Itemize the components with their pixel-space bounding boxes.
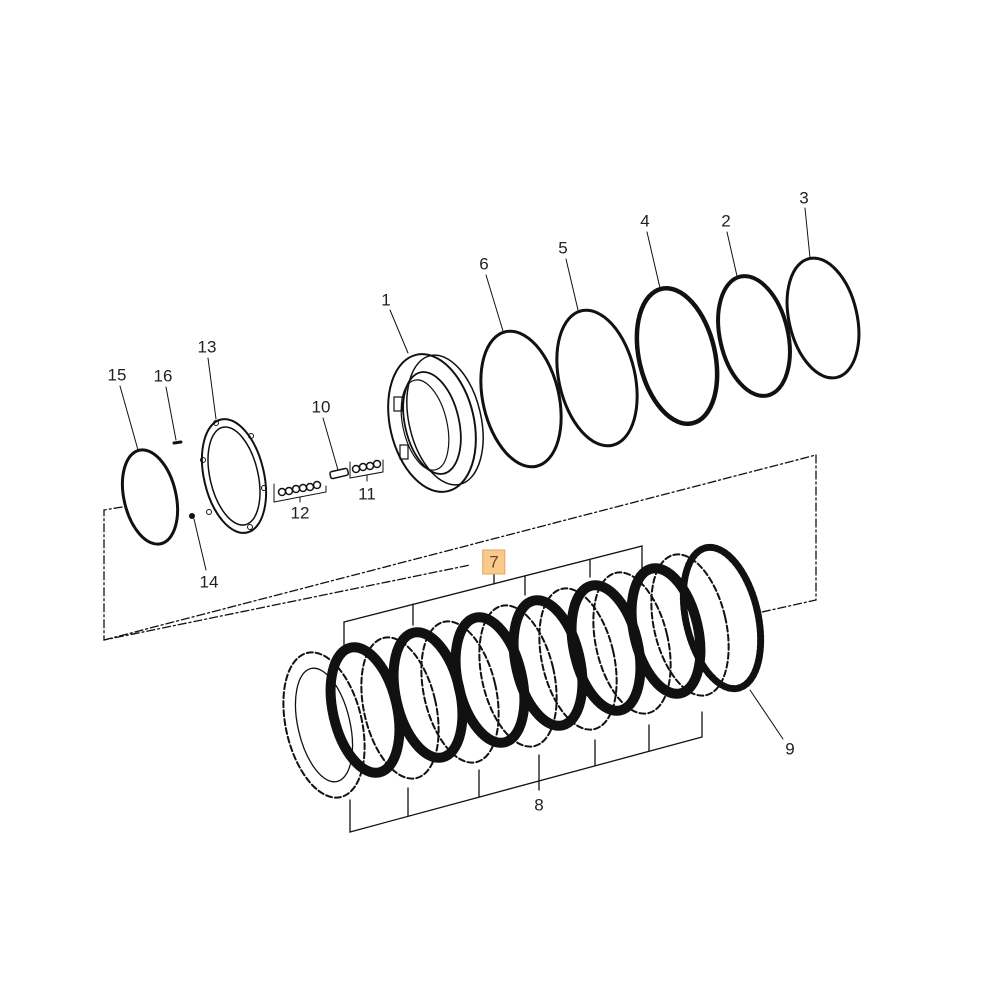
callout-6[interactable]: 6 [479, 254, 489, 274]
snap-ring-15 [120, 448, 180, 546]
valve-10 [329, 467, 350, 480]
callout-4[interactable]: 4 [640, 211, 650, 231]
spring-pack-11 [349, 459, 384, 482]
callout-9[interactable]: 9 [785, 739, 795, 759]
seal-ring-3 [785, 256, 861, 380]
seal-ring-2 [716, 274, 792, 398]
callout-14[interactable]: 14 [199, 572, 219, 592]
callout-3[interactable]: 3 [799, 188, 809, 208]
pin-16 [172, 440, 183, 445]
leader-lines [119, 207, 811, 740]
seal-ring-6 [479, 329, 563, 469]
callout-12[interactable]: 12 [290, 503, 310, 523]
callout-10[interactable]: 10 [311, 397, 331, 417]
cover-plate [200, 418, 268, 534]
callout-8[interactable]: 8 [534, 795, 544, 815]
seal-ring-4 [634, 285, 720, 427]
spring-pack-12 [273, 480, 327, 503]
piston [387, 353, 484, 493]
clutch-plates [282, 543, 765, 799]
callout-16[interactable]: 16 [153, 366, 173, 386]
callout-15[interactable]: 15 [107, 365, 127, 385]
callout-1[interactable]: 1 [381, 290, 391, 310]
seal-ring-5 [555, 308, 639, 448]
assembly-boundary-left [103, 506, 471, 641]
callout-7-highlighted[interactable]: 7 [482, 549, 506, 575]
ball-14 [189, 513, 195, 519]
callout-2[interactable]: 2 [721, 211, 731, 231]
callout-13[interactable]: 13 [197, 337, 217, 357]
callout-11[interactable]: 11 [358, 484, 376, 504]
bracket-8 [349, 711, 703, 833]
callout-5[interactable]: 5 [558, 238, 568, 258]
bracket-7 [343, 545, 643, 658]
